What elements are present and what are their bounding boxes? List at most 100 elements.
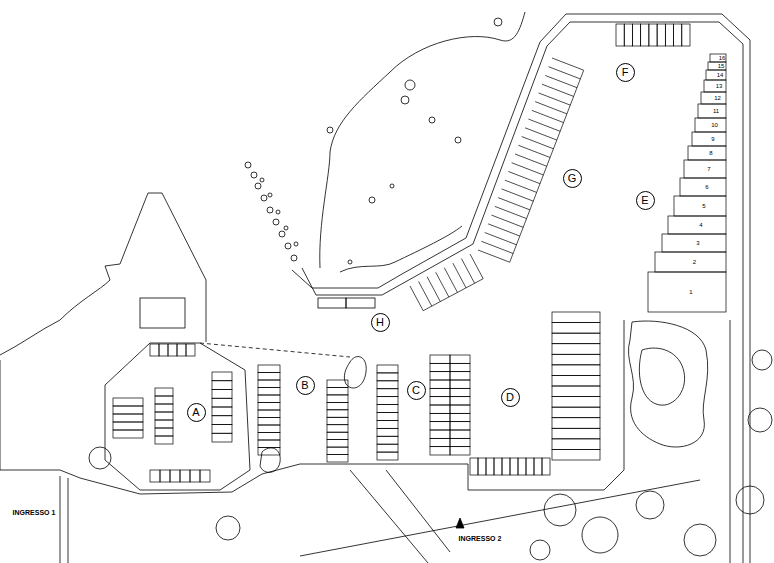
berth-slip <box>552 323 600 334</box>
berth-slip <box>377 389 398 397</box>
berth-number: 5 <box>702 203 705 209</box>
berth-slip <box>552 439 600 450</box>
berth-slip <box>377 444 398 452</box>
berth-slip <box>522 137 554 149</box>
island <box>639 348 684 405</box>
berth-slip <box>258 433 280 441</box>
berth-slip <box>512 163 544 175</box>
berth-slip <box>410 286 423 311</box>
berth-slip <box>212 390 232 399</box>
berth-slip <box>212 398 232 407</box>
berth-slip <box>430 388 450 396</box>
berth-slip <box>668 216 726 234</box>
berth-slip <box>113 398 143 406</box>
cove-shore <box>320 12 525 268</box>
berth-slip <box>258 448 280 456</box>
berth-slip <box>427 277 440 302</box>
berth-slip <box>552 344 600 355</box>
berth-slip <box>450 405 470 413</box>
berth-slip <box>436 272 449 297</box>
berth-slip <box>552 365 600 376</box>
berth-slip <box>706 70 726 80</box>
berth-slip <box>534 458 542 475</box>
berth-slip <box>624 24 632 46</box>
pontoon-name: A <box>192 407 199 418</box>
berth-slip <box>470 254 483 279</box>
berth-slip <box>212 381 232 390</box>
berth-slip <box>258 388 280 396</box>
berth-slip <box>327 417 348 424</box>
breakwater-outer <box>292 14 750 563</box>
entrance-label: INGRESSO 2 <box>459 535 502 542</box>
berth-slip <box>450 422 470 430</box>
berth-slip <box>327 395 348 402</box>
berth-slip <box>258 395 280 403</box>
pontoon-letter: D <box>501 388 520 407</box>
berth-slip <box>168 344 177 356</box>
berth-slip <box>481 241 513 253</box>
jetty <box>105 193 206 342</box>
island <box>628 321 707 447</box>
cove-shore <box>340 226 462 272</box>
coastline <box>0 360 1 470</box>
berth-slip <box>430 405 450 413</box>
berth-number: 14 <box>717 72 724 78</box>
berth-slip <box>552 58 584 70</box>
berth-slip <box>542 458 550 475</box>
berth-slip <box>680 178 726 196</box>
berth-slip <box>542 84 574 96</box>
berth-slip <box>470 458 478 475</box>
berth-slip <box>450 363 470 371</box>
berth-slip <box>170 470 180 482</box>
berth-slip <box>430 422 450 430</box>
berth-slip <box>318 298 346 308</box>
berth-slip <box>662 234 726 252</box>
berth-slip <box>616 24 624 46</box>
berth-slip <box>450 430 470 438</box>
berth-slip <box>450 413 470 421</box>
berth-slip <box>430 380 450 388</box>
berth-slip <box>526 458 534 475</box>
rock <box>344 357 366 388</box>
pontoon-name: C <box>412 385 420 396</box>
berth-slip <box>450 397 470 405</box>
berth-slip <box>177 344 186 356</box>
berth-slip <box>450 380 470 388</box>
berth-slip <box>552 333 600 344</box>
berth-slip <box>155 404 173 412</box>
berth-slip <box>508 171 540 183</box>
berth-slip <box>549 67 581 79</box>
pontoon-letter: G <box>563 169 582 188</box>
berth-number: 4 <box>699 222 702 228</box>
berth-slip <box>488 224 520 236</box>
berth-slip <box>708 62 726 70</box>
berth-slip <box>665 24 673 46</box>
berth-slip <box>346 298 375 308</box>
berth-slip <box>186 344 195 356</box>
berth-slip <box>377 452 398 460</box>
berth-slip <box>632 24 640 46</box>
berth-slip <box>327 432 348 439</box>
berth-slip <box>150 344 159 356</box>
berth-number: 2 <box>693 259 696 265</box>
berth-number: 7 <box>707 166 710 172</box>
berth-slip <box>200 470 210 482</box>
berth-number: 15 <box>718 63 725 69</box>
berth-slip <box>212 372 232 381</box>
berth-slip <box>655 252 726 272</box>
berth-slip <box>113 414 143 422</box>
entrance-arrow <box>456 518 464 528</box>
berth-slip <box>377 365 398 373</box>
berth-slip <box>327 380 348 387</box>
berth-number: 11 <box>713 108 719 114</box>
pontoon-name: E <box>641 195 648 206</box>
berth-slip <box>155 396 173 404</box>
berth-slip <box>212 425 232 434</box>
berth-slip <box>552 375 600 386</box>
berth-slip <box>657 24 665 46</box>
berth-slip <box>498 198 530 210</box>
berth-slip <box>419 281 432 306</box>
berth-slip <box>377 405 398 413</box>
